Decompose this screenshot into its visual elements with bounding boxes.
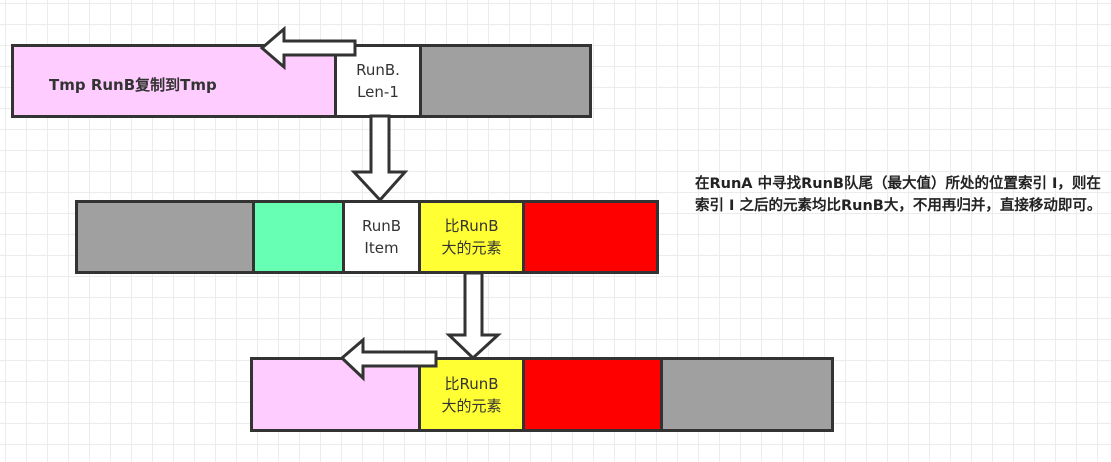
array-row-2: RunB Item 比RunB 大的元素 bbox=[75, 200, 659, 274]
cell-tmp-label: Tmp RunB复制到Tmp bbox=[49, 76, 217, 94]
cell-larger-elements-label: 比RunB 大的元素 bbox=[441, 374, 502, 415]
arrow-left-top bbox=[259, 25, 357, 71]
array-row-3: 比RunB 大的元素 bbox=[250, 357, 834, 432]
cell-larger-elements: 比RunB 大的元素 bbox=[421, 203, 525, 271]
annotation-note: 在RunA 中寻找RunB队尾（最大值）所处的位置索引 I，则在索引 I 之后的… bbox=[695, 176, 1102, 214]
cell-gray bbox=[78, 203, 255, 271]
cell-runb-item: RunB Item bbox=[345, 203, 421, 271]
cell-red bbox=[525, 203, 656, 271]
arrow-down-1 bbox=[350, 114, 409, 203]
cell-runb-item-label: RunB Item bbox=[361, 217, 402, 257]
cell-larger-elements: 比RunB 大的元素 bbox=[421, 360, 525, 429]
cell-gray bbox=[663, 360, 831, 429]
cell-red bbox=[525, 360, 663, 429]
cell-runb-len-1-label: RunB. Len-1 bbox=[356, 61, 400, 101]
cell-runb-len-1: RunB. Len-1 bbox=[337, 47, 422, 115]
arrow-left-bottom bbox=[339, 336, 438, 382]
cell-green bbox=[255, 203, 345, 271]
cell-larger-elements-label: 比RunB 大的元素 bbox=[441, 217, 502, 257]
cell-pink bbox=[253, 360, 421, 429]
cell-gray bbox=[422, 47, 589, 115]
arrow-down-2 bbox=[445, 271, 502, 361]
